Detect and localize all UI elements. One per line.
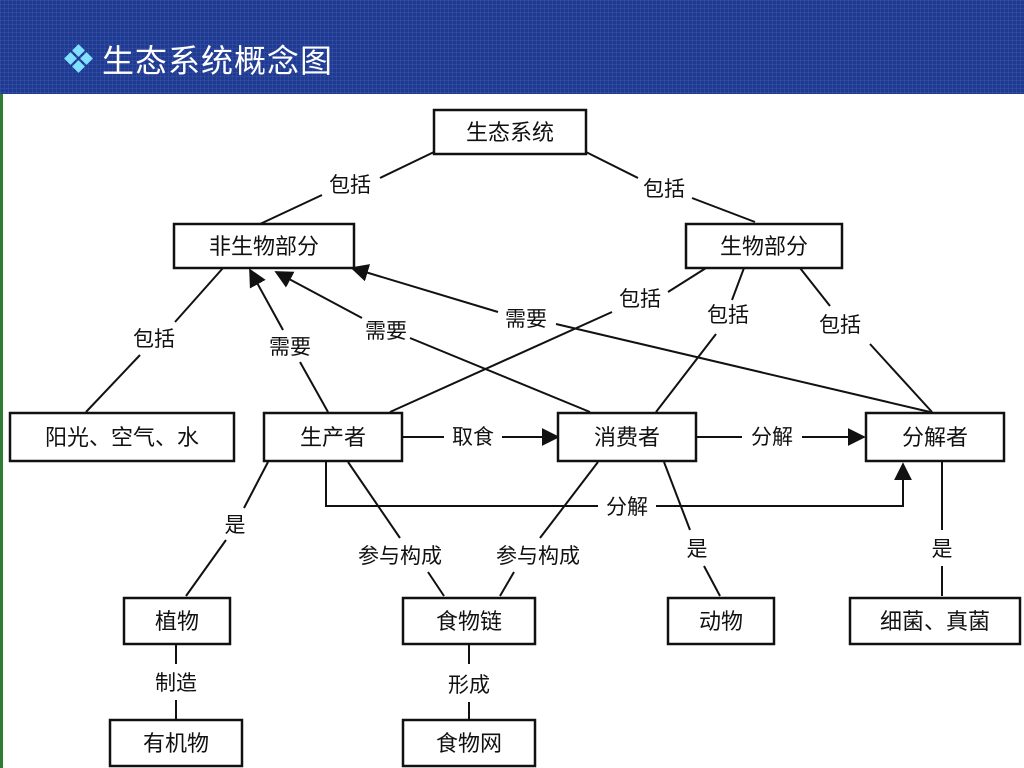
node-decomposer-label: 分解者 — [902, 426, 968, 451]
node-ecosystem-label: 生态系统 — [466, 121, 554, 146]
node-plant: 植物 — [122, 596, 232, 646]
node-sun-air-water-label: 阳光、空气、水 — [45, 426, 199, 451]
line-include-biotic-3 — [799, 267, 831, 307]
line-decomposer-need — [555, 323, 931, 413]
line-include-sun — [85, 354, 141, 413]
edge-label-include-producer: 包括 — [619, 287, 661, 311]
line-include-right-biotic — [691, 197, 756, 223]
node-food-web-label: 食物网 — [436, 732, 502, 757]
node-food-chain-label: 食物链 — [436, 610, 502, 635]
line-consumer-need — [409, 337, 591, 413]
node-consumer-label: 消费者 — [594, 426, 660, 451]
arrow-decompose-decomposer-2 — [656, 462, 912, 507]
edge-label-decompose-consumer: 分解 — [751, 425, 793, 449]
node-food-chain: 食物链 — [401, 596, 537, 646]
edge-label-need-decomposer: 需要 — [505, 307, 547, 331]
edge-label-include-sun: 包括 — [133, 327, 175, 351]
slide-header: 生态系统概念图 — [0, 0, 1024, 94]
node-producer: 生产者 — [262, 411, 404, 463]
node-organic-matter: 有机物 — [108, 718, 244, 768]
edge-labels: 包括 包括 包括 需要 需要 需要 包括 包括 包括 取食 分解 分解 是 参与… — [133, 173, 953, 697]
node-producer-label: 生产者 — [300, 426, 366, 451]
line-eco-include-right — [585, 151, 639, 179]
line-include-biotic-2 — [731, 267, 745, 301]
line-participate-foodchain-2 — [499, 571, 515, 597]
connectors — [85, 151, 943, 720]
node-food-web: 食物网 — [401, 718, 537, 768]
edge-label-is-animal: 是 — [687, 537, 708, 561]
line-is-animal — [703, 565, 721, 597]
edge-label-include-consumer: 包括 — [707, 303, 749, 327]
left-accent-bar — [0, 94, 3, 768]
edge-label-form: 形成 — [448, 673, 490, 697]
edge-label-need-producer: 需要 — [269, 335, 311, 359]
edge-label-is-bacteria: 是 — [932, 537, 953, 561]
line-decomposer-include — [869, 343, 933, 413]
arrow-need-abiotic-3 — [350, 264, 499, 313]
line-abiotic-include — [174, 267, 224, 323]
slide-title: 生态系统概念图 — [102, 42, 334, 80]
line-include-biotic-1 — [667, 267, 707, 293]
edge-label-is-plant: 是 — [225, 513, 246, 537]
line-consumer-is — [663, 461, 691, 531]
edge-label-participate-producer: 参与构成 — [358, 544, 442, 568]
node-sun-air-water: 阳光、空气、水 — [8, 411, 236, 463]
node-bacteria-fungi: 细菌、真菌 — [848, 596, 1022, 646]
arrow-need-abiotic-1 — [249, 268, 284, 331]
line-include-left-abiotic — [259, 194, 323, 225]
node-decomposer: 分解者 — [864, 411, 1006, 463]
edge-label-participate-consumer: 参与构成 — [496, 544, 580, 568]
node-plant-label: 植物 — [155, 610, 199, 635]
edge-label-include-left: 包括 — [329, 173, 371, 197]
node-biotic: 生物部分 — [684, 222, 844, 270]
edge-label-include-right: 包括 — [643, 177, 685, 201]
node-consumer: 消费者 — [556, 411, 698, 463]
edge-label-make: 制造 — [155, 671, 197, 695]
node-bacteria-fungi-label: 细菌、真菌 — [880, 610, 990, 635]
line-participate-foodchain-1 — [427, 571, 445, 597]
line-consumer-include — [655, 333, 717, 413]
edge-label-decompose-producer: 分解 — [606, 495, 648, 519]
node-animal-label: 动物 — [699, 610, 743, 635]
edge-label-need-consumer: 需要 — [365, 319, 407, 343]
title-wrap: 生态系统概念图 — [62, 36, 333, 82]
edge-label-eat: 取食 — [452, 425, 494, 449]
node-ecosystem: 生态系统 — [432, 108, 588, 156]
node-abiotic: 非生物部分 — [172, 222, 356, 270]
line-consumer-participate — [539, 461, 599, 539]
line-producer-participate — [347, 461, 401, 539]
edge-label-include-decomposer: 包括 — [819, 313, 861, 337]
line-producer-decompose — [325, 462, 598, 507]
line-producer-need — [299, 361, 329, 413]
node-animal: 动物 — [666, 596, 776, 646]
line-is-plant — [185, 539, 227, 597]
arrow-need-abiotic-2 — [274, 271, 363, 319]
node-organic-matter-label: 有机物 — [143, 732, 209, 757]
node-abiotic-label: 非生物部分 — [209, 235, 319, 260]
line-producer-include — [389, 311, 613, 413]
line-producer-is — [243, 461, 269, 509]
line-eco-include-left — [379, 151, 435, 179]
node-biotic-label: 生物部分 — [720, 235, 808, 260]
